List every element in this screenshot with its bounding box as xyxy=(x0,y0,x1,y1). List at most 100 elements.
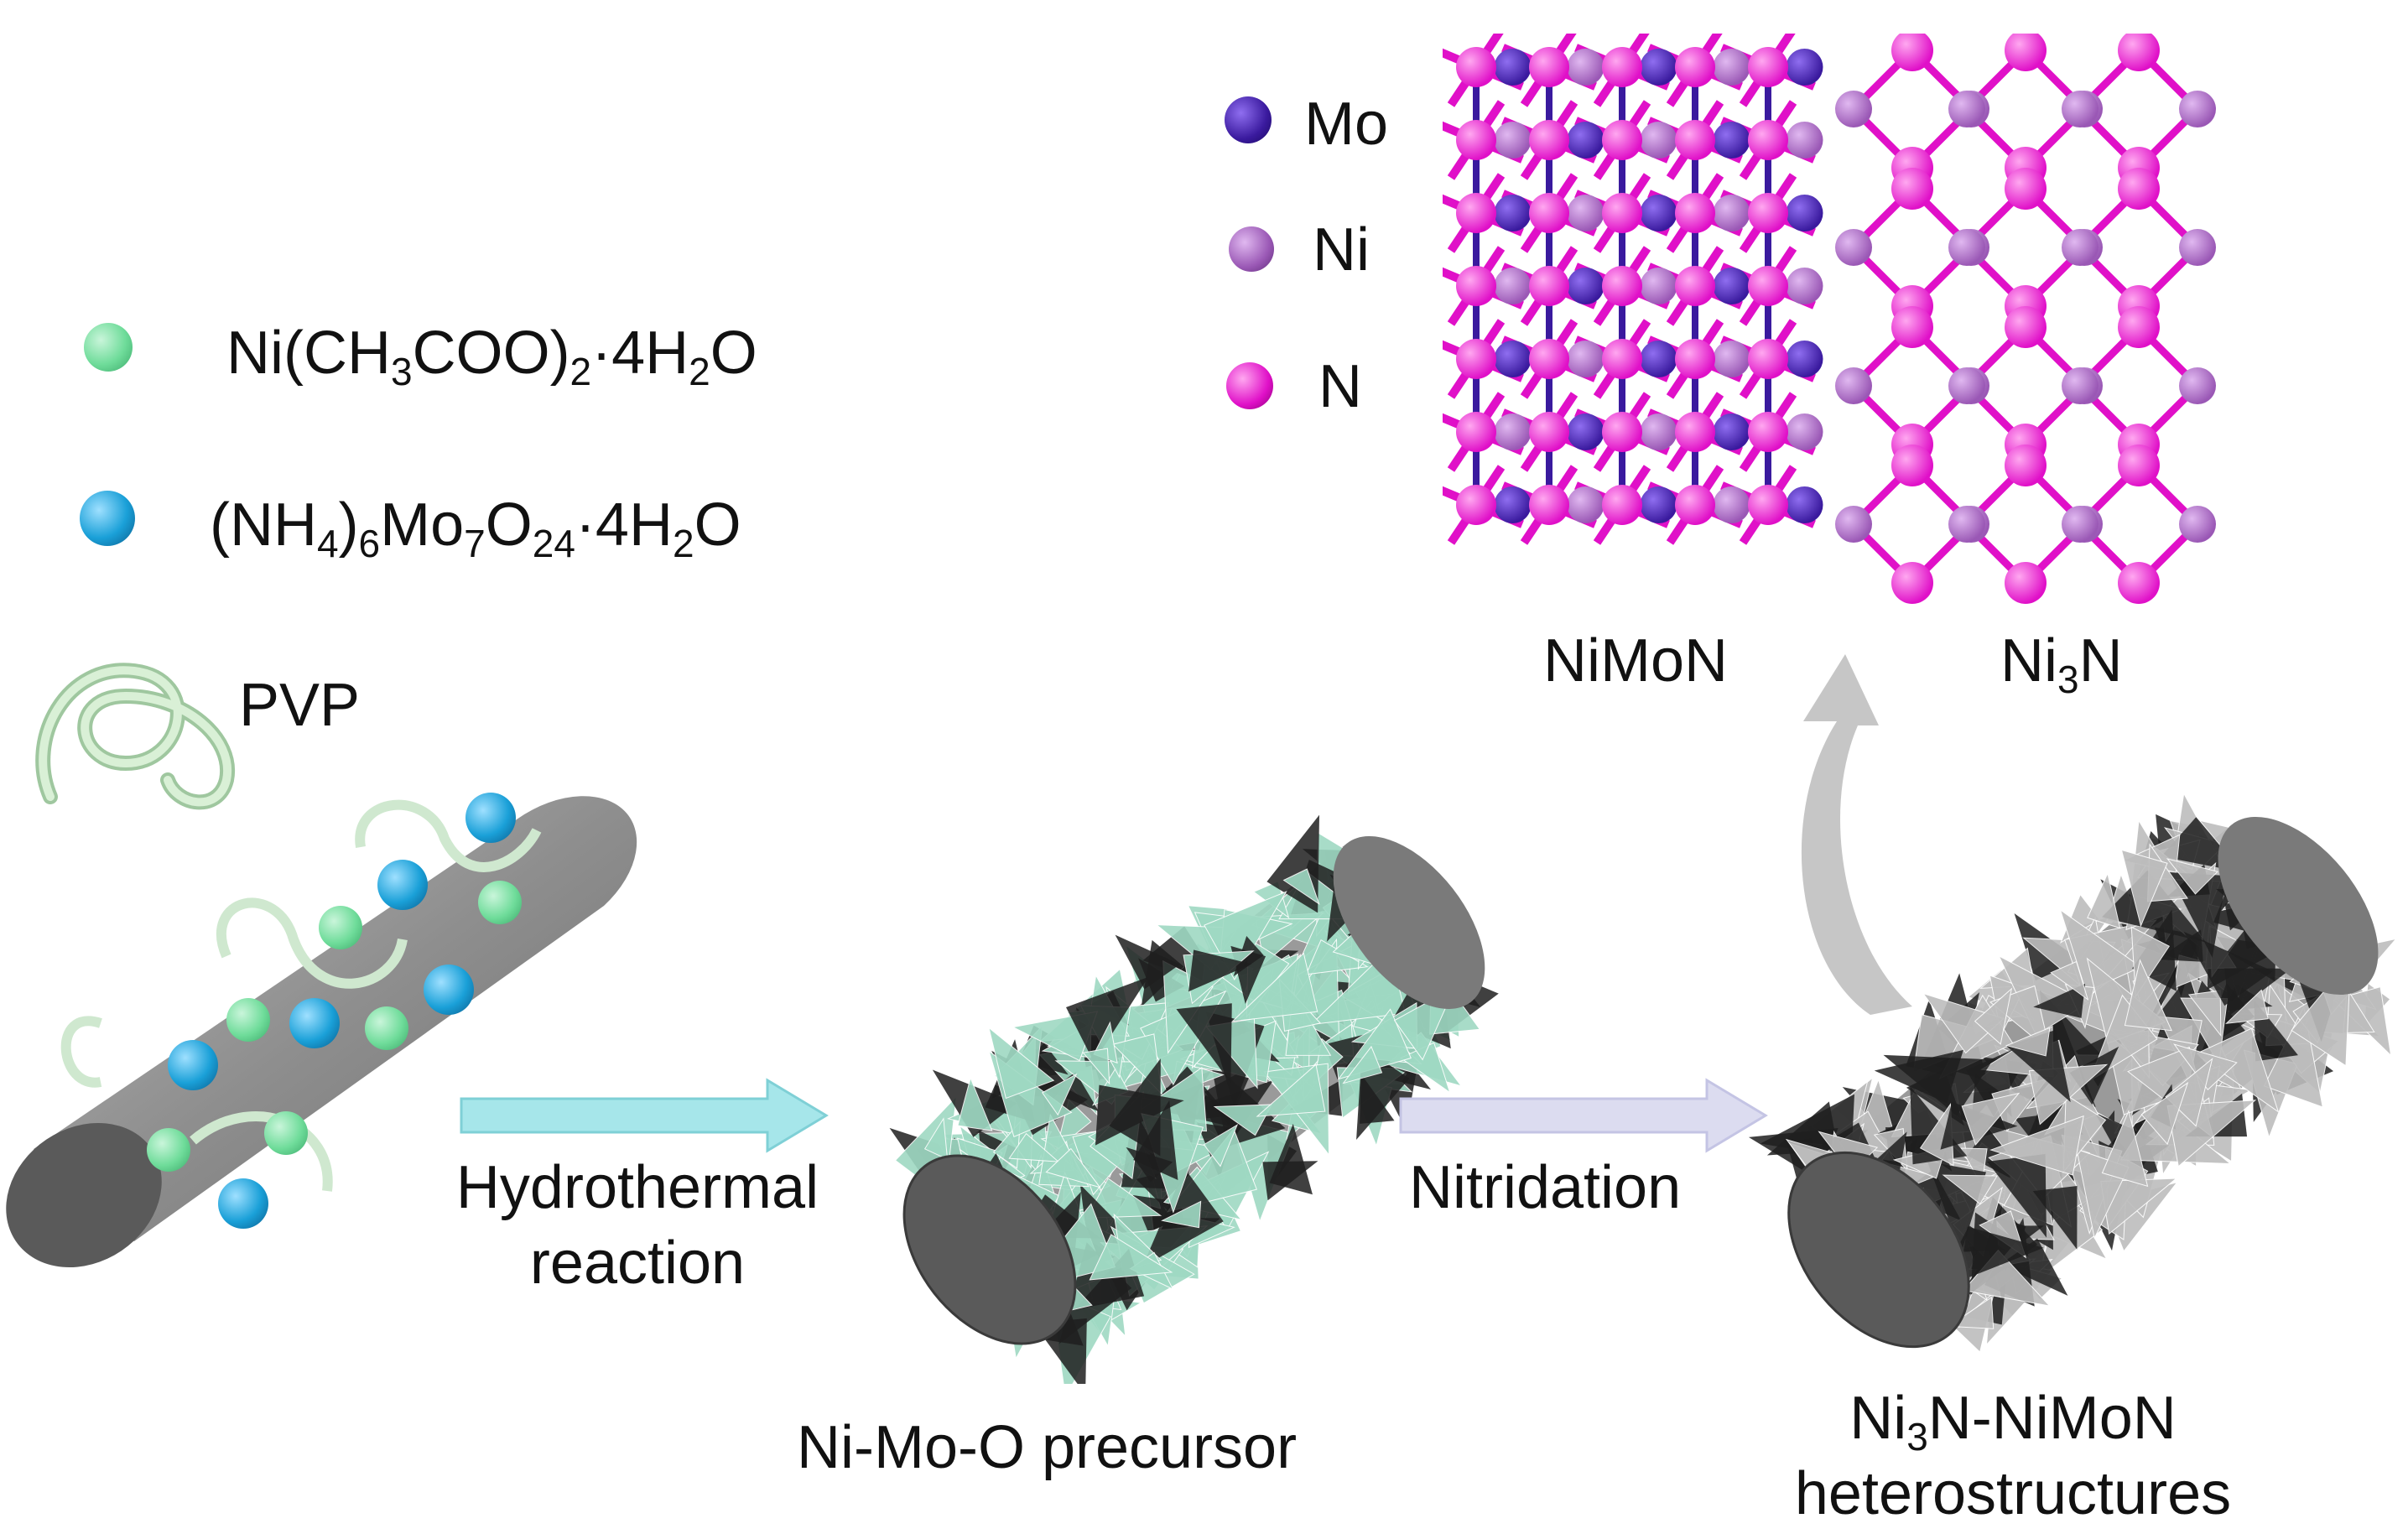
lattice-atom xyxy=(2118,34,2160,71)
hydrothermal-arrow xyxy=(460,1078,829,1153)
lattice-atom xyxy=(2062,367,2099,404)
nanosheet xyxy=(1089,1234,1173,1281)
nanosheet xyxy=(2120,849,2168,928)
lattice-atom xyxy=(1640,341,1677,377)
lattice-atom xyxy=(1494,195,1532,231)
lattice-atom xyxy=(1948,506,1985,543)
nanosheet xyxy=(2033,983,2086,1018)
lattice-atom xyxy=(1529,266,1569,306)
lattice-atom xyxy=(1748,47,1788,87)
lattice-atom xyxy=(1529,412,1569,452)
nanosheet xyxy=(2183,931,2273,1006)
lattice-atom xyxy=(1529,193,1569,233)
lattice-atom xyxy=(1567,486,1604,523)
lattice-atom xyxy=(1891,34,1933,71)
lattice-atom xyxy=(1713,486,1750,523)
ni-particle xyxy=(226,998,270,1042)
mo-particle xyxy=(377,860,428,910)
nanosheet xyxy=(1203,1124,1239,1167)
lattice-atom xyxy=(1456,47,1496,87)
mo-particle xyxy=(465,793,516,843)
lattice-atom xyxy=(1948,367,1985,404)
lattice-atom xyxy=(2118,306,2160,348)
lattice-atom xyxy=(1713,122,1750,159)
lattice-atom xyxy=(1494,413,1532,450)
lattice-atom xyxy=(1835,506,1872,543)
lattice-atom xyxy=(1529,120,1569,160)
nanosheet xyxy=(1342,1045,1383,1084)
lattice-atom xyxy=(1948,91,1985,127)
nanosheet xyxy=(1213,1104,1273,1136)
lattice-atom xyxy=(1567,49,1604,86)
mo-atom-label: Mo xyxy=(1304,91,1389,158)
nanosheet xyxy=(1262,1161,1318,1201)
lattice-atom xyxy=(1494,49,1532,86)
pvp-icon xyxy=(35,663,236,810)
nanosheet xyxy=(1987,1153,2047,1238)
lattice-atom xyxy=(2179,367,2216,404)
hydrothermal-label: Hydrothermal reaction xyxy=(455,1154,819,1297)
lattice-atom xyxy=(1786,195,1823,231)
lattice-atom xyxy=(1891,168,1933,210)
lattice-atom xyxy=(1640,268,1677,304)
lattice-atom xyxy=(1713,268,1750,304)
mo-atom-dot xyxy=(1225,96,1272,143)
lattice-atom xyxy=(2062,229,2099,266)
nanosheet xyxy=(1023,1043,1069,1075)
nanosheet xyxy=(1066,976,1149,1063)
nanosheet xyxy=(1082,1048,1110,1085)
nanosheet xyxy=(1058,1242,1132,1344)
crystal-structure xyxy=(1443,34,2216,604)
ni-precursor-dot xyxy=(84,323,133,372)
lattice-atom xyxy=(1640,195,1677,231)
pvp-label: PVP xyxy=(239,672,361,739)
lattice-atom xyxy=(1640,122,1677,159)
nanosheet xyxy=(1874,1049,1963,1104)
lattice-atom xyxy=(1891,306,1933,348)
nanosheet xyxy=(1188,949,1252,992)
nanosheet xyxy=(1126,1147,1173,1183)
nanosheet xyxy=(1176,1003,1232,1084)
lattice-atom xyxy=(1835,91,1872,127)
mo-particle xyxy=(218,1178,268,1229)
n-atom-dot xyxy=(1226,362,1273,409)
mo-precursor-label: (NH4)6Mo7O24·4H2O xyxy=(210,491,741,565)
lattice-atom xyxy=(1529,339,1569,379)
lattice-atom xyxy=(1786,413,1823,450)
lattice-atom xyxy=(2062,506,2099,543)
lattice-atom xyxy=(2005,306,2047,348)
lattice-atom xyxy=(1529,47,1569,87)
ni3n-structure-label: Ni3N xyxy=(2000,627,2123,701)
lattice-atom xyxy=(1713,341,1750,377)
nanosheet xyxy=(1008,1132,1060,1162)
lattice-atom xyxy=(1713,413,1750,450)
lattice-atom xyxy=(1456,193,1496,233)
lattice-atom xyxy=(2179,229,2216,266)
ni-particle xyxy=(147,1128,190,1172)
nanosheet xyxy=(1958,1226,2044,1282)
lattice-atom xyxy=(1640,486,1677,523)
lattice-atom xyxy=(2118,168,2160,210)
mo-particle xyxy=(168,1040,218,1090)
lattice-atom xyxy=(1891,562,1933,604)
nanosheet xyxy=(1282,868,1320,905)
ni-particle xyxy=(478,881,522,924)
lattice-atom xyxy=(1786,122,1823,159)
lattice-atom xyxy=(2005,34,2047,71)
ni3n-nimon-rod xyxy=(1748,792,2398,1354)
lattice-atom xyxy=(1494,268,1532,304)
lattice-atom xyxy=(1494,122,1532,159)
nanosheet xyxy=(2194,1027,2280,1113)
nanosheet xyxy=(2050,960,2089,1001)
nanosheet xyxy=(2059,908,2142,993)
nanosheet xyxy=(2166,858,2218,895)
lattice-atom xyxy=(1602,193,1642,233)
lattice-atom xyxy=(1456,485,1496,525)
nanosheet xyxy=(1045,1147,1101,1188)
n-atom-label: N xyxy=(1318,353,1362,420)
lattice-atom xyxy=(2118,562,2160,604)
lattice-atom xyxy=(1713,49,1750,86)
mo-precursor-dot xyxy=(80,491,135,546)
zoom-arrow xyxy=(1801,654,1912,1015)
lattice-atom xyxy=(1835,367,1872,404)
